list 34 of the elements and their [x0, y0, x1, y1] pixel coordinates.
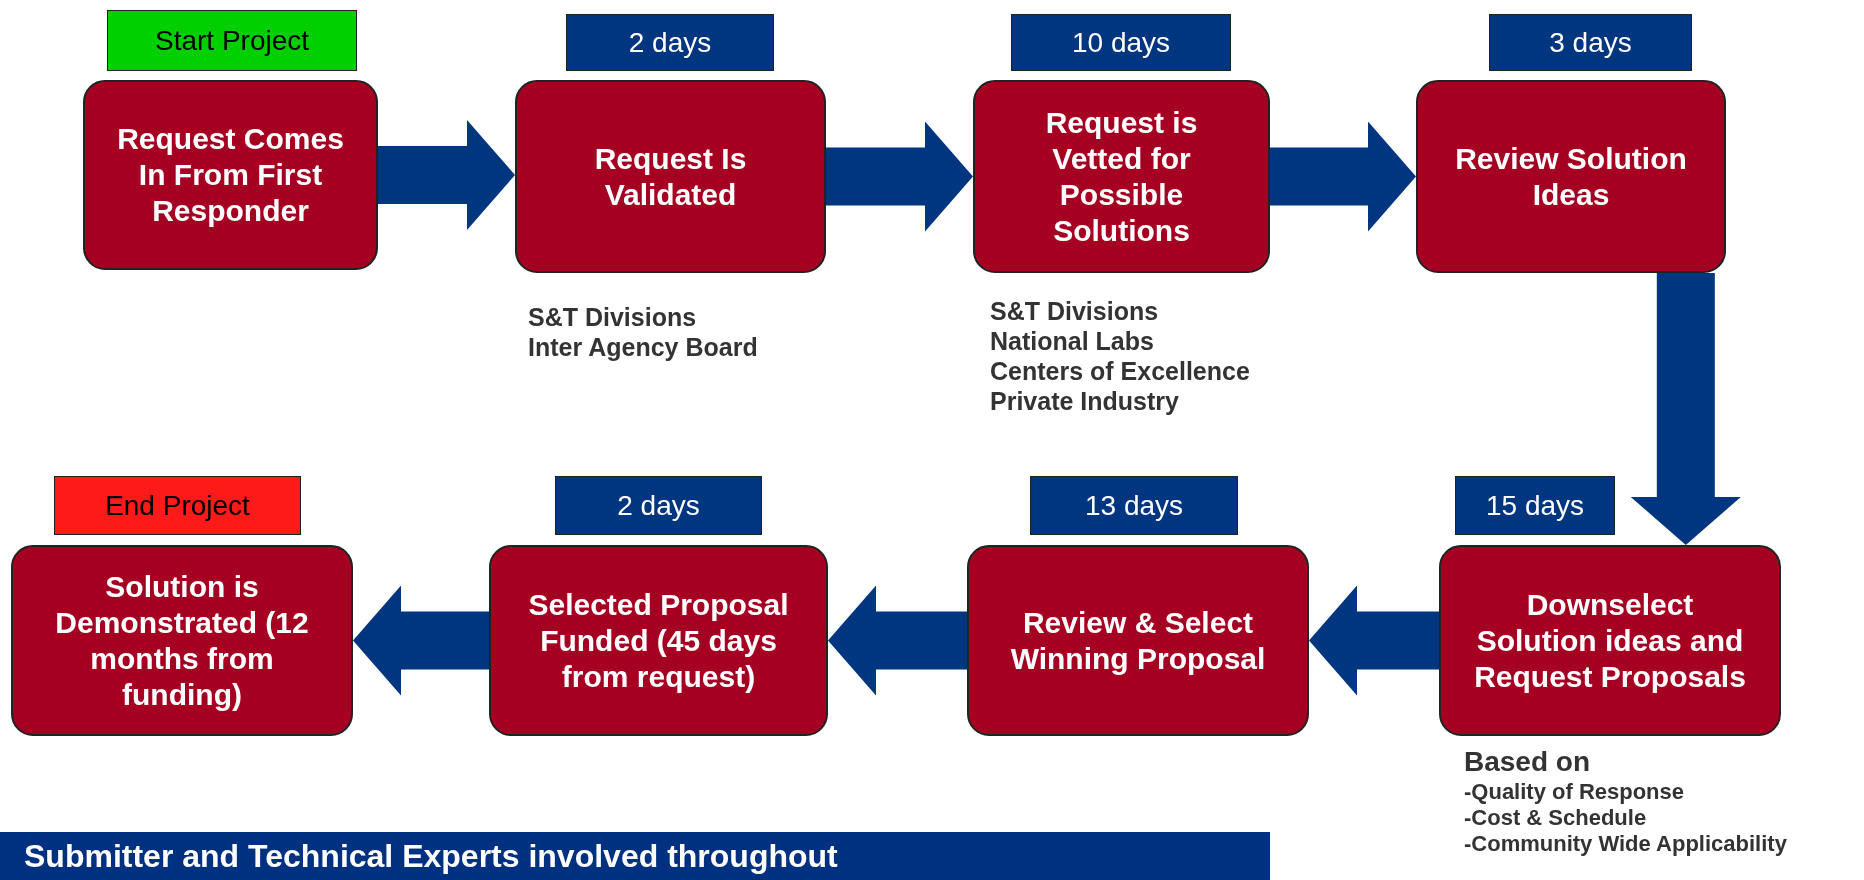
note-text: Private Industry	[990, 386, 1180, 416]
block-arrow	[353, 585, 489, 696]
process-box: Request Comes In From First Responder	[83, 80, 378, 270]
process-box: Review & Select Winning Proposal	[967, 545, 1309, 736]
process-box: Request is Vetted for Possible Solutions	[973, 80, 1270, 273]
note-text: Based on	[1464, 745, 1592, 779]
note-text: -Community Wide Applicability	[1464, 831, 1787, 858]
duration-tag: 2 days	[555, 476, 762, 535]
process-box: Solution is Demonstrated (12 months from funding)	[11, 545, 353, 736]
process-box: Selected Proposal Funded (45 days from request)	[489, 545, 828, 736]
process-box: Review Solution Ideas	[1416, 80, 1726, 273]
note-text: S&T Divisions	[990, 296, 1160, 326]
block-arrow	[1309, 585, 1439, 696]
start-tag: Start Project	[107, 10, 357, 71]
duration-tag: 15 days	[1455, 476, 1615, 535]
block-arrow	[828, 585, 967, 696]
block-arrow	[826, 121, 973, 232]
note-text: Centers of Excellence	[990, 356, 1250, 386]
block-arrow	[378, 120, 515, 230]
duration-tag: 3 days	[1489, 14, 1692, 71]
note-text: S&T Divisions	[528, 302, 698, 332]
note-text: Inter Agency Board	[528, 332, 758, 362]
process-box: Request Is Validated	[515, 80, 826, 273]
banner: Submitter and Technical Experts involved throughout	[0, 832, 1270, 880]
end-tag: End Project	[54, 476, 301, 535]
block-arrow	[1270, 121, 1416, 232]
note-text: -Quality of Response	[1464, 778, 1686, 805]
note-text: -Cost & Schedule	[1464, 805, 1648, 832]
duration-tag: 10 days	[1011, 14, 1231, 71]
duration-tag: 2 days	[566, 14, 774, 71]
block-arrow	[1630, 273, 1741, 545]
duration-tag: 13 days	[1030, 476, 1238, 535]
process-box: Downselect Solution ideas and Request Proposals	[1439, 545, 1781, 736]
note-text: National Labs	[990, 326, 1155, 356]
